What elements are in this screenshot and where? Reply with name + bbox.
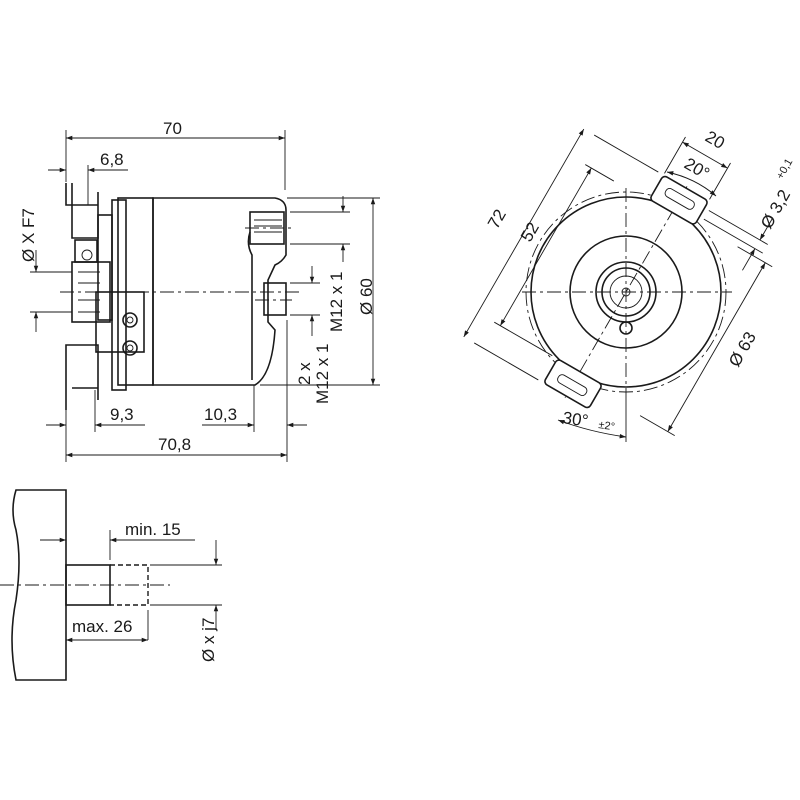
dim-72-label: 72 [484,206,510,232]
shaft-extension [110,564,149,606]
side-view: 70 6,8 Ø X F7 9,3 10,3 70,8 Ø 60 M12 x 1… [19,119,380,462]
dim-hole-label: Ø 3,2 [757,186,794,232]
clamp-screw-block [74,239,98,263]
shaft-view: min. 15 max. 26 Ø x j7 [0,489,222,681]
dim-right-label: 10,3 [204,405,237,424]
dim-length-label: 70 [163,119,182,138]
dim-flange-label: 6,8 [100,150,124,169]
housing [152,197,287,386]
dim-left-label: 9,3 [110,405,134,424]
dim-52-label: 52 [517,219,543,245]
mounting-tab-top [650,175,708,225]
dim-hole-tol-label: +0,1 [774,157,795,182]
front-view: 72 52 20 20° Ø 3,2 +0,1 Ø 63 30° ±2° [463,127,795,442]
dim-angle-20-label: 20° [681,154,713,183]
dim-total-label: 70,8 [158,435,191,454]
dim-diameter-label: Ø 60 [357,278,376,315]
dim-diameter-63-label: Ø 63 [725,329,760,370]
dim-min-label: min. 15 [125,520,181,539]
lower-bracket [65,344,99,410]
dim-max-label: max. 26 [72,617,132,636]
dim-angle-30-label: 30° [561,408,589,430]
dim-shaft-label: Ø x j7 [199,618,218,662]
mounting-tab-bottom [544,359,602,409]
dim-bore-label: Ø X F7 [19,208,38,262]
side-connector [263,282,287,316]
connector-label-2: M12 x 1 [313,344,332,404]
dim-angle-30-tol-label: ±2° [598,419,616,433]
connector-label-2-prefix: 2 x [295,362,314,385]
upper-bracket [65,183,99,239]
clamp-screw-icon [81,249,93,261]
mating-part [11,489,67,681]
dim-20-label: 20 [702,127,728,153]
connector-label: M12 x 1 [327,272,346,332]
